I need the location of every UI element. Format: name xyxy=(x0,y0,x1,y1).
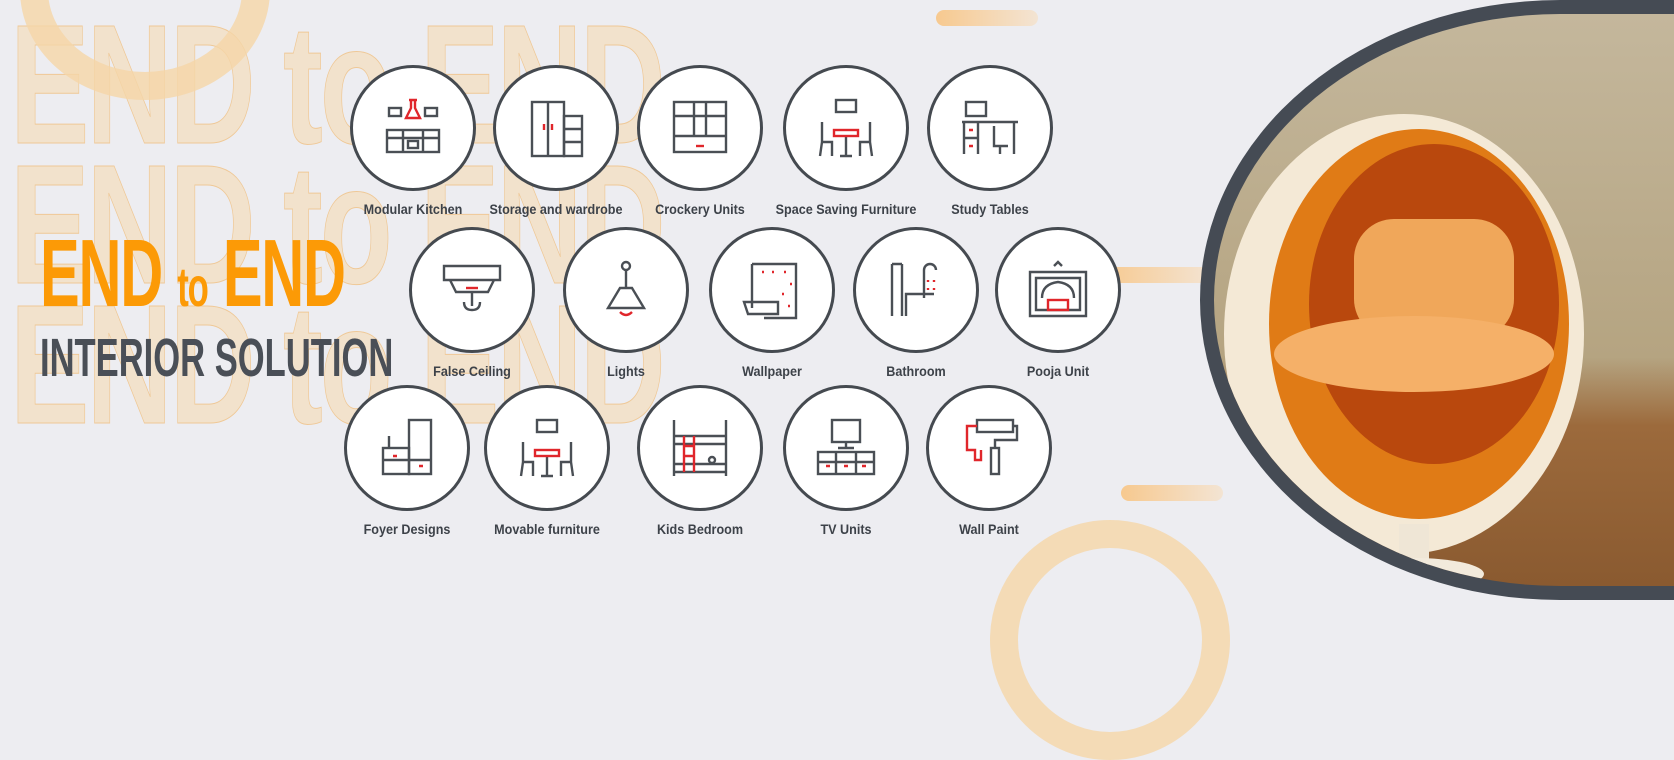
bunk-bed-icon xyxy=(672,420,728,476)
service-study-tables[interactable]: Study Tables xyxy=(900,65,1080,217)
ball-chair-illustration xyxy=(1224,114,1584,586)
ball-chair-photo xyxy=(1200,0,1674,600)
service-circle[interactable] xyxy=(350,65,476,191)
service-modular-kitchen[interactable]: Modular Kitchen xyxy=(323,65,503,217)
service-circle[interactable] xyxy=(783,385,909,511)
service-label: Wall Paint xyxy=(959,521,1019,537)
dining-icon xyxy=(818,98,874,158)
service-circle[interactable] xyxy=(995,227,1121,353)
decor-bar xyxy=(936,10,1038,26)
service-circle[interactable] xyxy=(493,65,619,191)
service-circle[interactable] xyxy=(709,227,835,353)
service-label: Study Tables xyxy=(951,201,1029,217)
service-foyer-designs[interactable]: Foyer Designs xyxy=(317,385,497,537)
kitchen-icon xyxy=(385,98,441,154)
service-label: Pooja Unit xyxy=(1026,363,1090,379)
headline-word: END xyxy=(40,220,163,327)
service-movable-furniture[interactable]: Movable furniture xyxy=(457,385,637,537)
service-circle[interactable] xyxy=(927,65,1053,191)
service-circle[interactable] xyxy=(853,227,979,353)
service-wallpaper[interactable]: Wallpaper xyxy=(682,227,862,379)
service-circle[interactable] xyxy=(409,227,535,353)
headline-word: END xyxy=(222,220,346,327)
study-table-icon xyxy=(962,100,1018,154)
service-label: Lights xyxy=(607,363,645,379)
service-label: Space Saving Furniture xyxy=(775,201,917,217)
service-label: Wallpaper xyxy=(742,363,802,379)
service-circle[interactable] xyxy=(926,385,1052,511)
service-circle[interactable] xyxy=(783,65,909,191)
paint-roller-icon xyxy=(965,418,1019,476)
service-label: Bathroom xyxy=(886,363,946,379)
service-pooja-unit[interactable]: Pooja Unit xyxy=(968,227,1148,379)
service-bathroom[interactable]: Bathroom xyxy=(826,227,1006,379)
service-lights[interactable]: Lights xyxy=(536,227,716,379)
service-kids-bedroom[interactable]: Kids Bedroom xyxy=(610,385,790,537)
tv-unit-icon xyxy=(816,418,876,476)
service-wall-paint[interactable]: Wall Paint xyxy=(899,385,1079,537)
service-circle[interactable] xyxy=(637,385,763,511)
service-label: TV Units xyxy=(820,521,872,537)
headline-line2: INTERIOR SOLUTION xyxy=(40,328,394,388)
service-circle[interactable] xyxy=(637,65,763,191)
pendant-light-icon xyxy=(605,260,647,317)
service-space-saving-furniture[interactable]: Space Saving Furniture xyxy=(756,65,936,217)
service-label: Foyer Designs xyxy=(363,521,451,537)
service-circle[interactable] xyxy=(563,227,689,353)
crockery-icon xyxy=(672,100,728,154)
service-circle[interactable] xyxy=(344,385,470,511)
service-storage-and-wardrobe[interactable]: Storage and wardrobe xyxy=(466,65,646,217)
headline-to: to xyxy=(177,255,209,318)
service-label: Kids Bedroom xyxy=(656,521,744,537)
ceiling-icon xyxy=(442,264,502,312)
decor-bar xyxy=(1102,267,1212,283)
service-circle[interactable] xyxy=(484,385,610,511)
table-chairs-icon xyxy=(519,418,575,478)
headline-line1: END to END xyxy=(40,226,382,333)
decor-ring xyxy=(990,520,1230,760)
decor-bar xyxy=(1121,485,1223,501)
foyer-icon xyxy=(381,418,433,476)
wardrobe-icon xyxy=(530,100,584,158)
service-false-ceiling[interactable]: False Ceiling xyxy=(382,227,562,379)
wallpaper-roll-icon xyxy=(742,262,798,320)
service-label: Storage and wardrobe xyxy=(489,201,623,217)
pooja-icon xyxy=(1028,260,1088,318)
service-label: Movable furniture xyxy=(494,521,600,537)
service-tv-units[interactable]: TV Units xyxy=(756,385,936,537)
service-label: False Ceiling xyxy=(433,363,511,379)
shower-icon xyxy=(890,262,938,316)
service-label: Modular Kitchen xyxy=(363,201,463,217)
service-label: Crockery Units xyxy=(655,201,745,217)
headline: END to END INTERIOR SOLUTION xyxy=(40,226,592,388)
service-crockery-units[interactable]: Crockery Units xyxy=(610,65,790,217)
